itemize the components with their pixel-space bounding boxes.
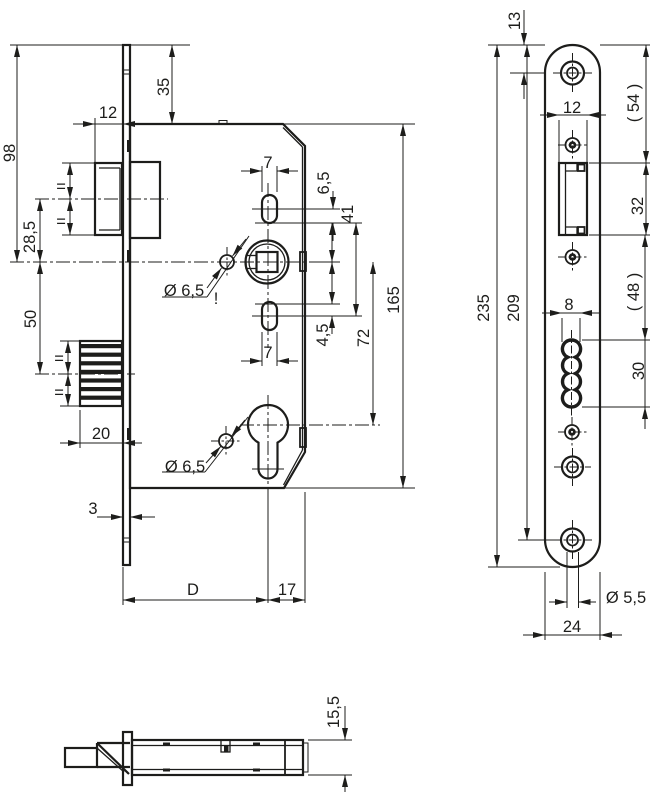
cylinder-hole [240, 395, 380, 490]
follower-hub [10, 183, 312, 348]
right-view-faceplate [488, 10, 650, 640]
dimension-label: = [54, 384, 64, 402]
latch-opening [557, 161, 589, 237]
deadbolt [35, 339, 135, 408]
bottom-view-latch [63, 706, 352, 792]
dimension-label: 235 [475, 294, 493, 322]
left-view-lock-case [10, 43, 415, 605]
deadbolt-opening [560, 330, 583, 417]
dimension-label: Ø 6,5 [164, 282, 204, 300]
left-view-dimensions [10, 44, 415, 605]
screw-hole-middle [554, 448, 591, 486]
dimension-label: 35 [155, 78, 173, 96]
dimension-label: 17 [278, 581, 296, 599]
screw-hole-bottom [553, 520, 592, 560]
pin-hole-2 [558, 242, 587, 272]
plate-screw-mark [127, 140, 131, 152]
fixing-tab [299, 427, 307, 448]
dimension-label: 28,5 [21, 221, 39, 253]
lock-body-top [130, 738, 305, 777]
pin-hole-1 [558, 130, 587, 160]
right-view-dimensions [488, 10, 650, 640]
dimension-label: Ø 5,5 [606, 589, 646, 607]
faceplate-cross-section [121, 730, 134, 787]
dimension-label: 72 [355, 329, 373, 347]
dimension-label: 209 [505, 294, 523, 322]
dimension-label: 24 [563, 618, 581, 636]
dimension-label: = [56, 213, 66, 231]
dimension-label: D [187, 581, 199, 599]
dimension-label: 30 [630, 362, 648, 380]
dimension-label: = [56, 178, 66, 196]
dimension-labels-layer: 98 35 12 28,5 = = 50 = = 20 3D 17 7 Ø 6,5! 6,5 41 72 165 7… [1, 12, 648, 728]
case-top-notch [218, 120, 228, 125]
dimension-label: 41 [339, 205, 357, 223]
dimension-label: 20 [92, 425, 110, 443]
latch-bolt [35, 160, 168, 240]
fixing-hole-upper [162, 235, 250, 298]
dimension-label: 50 [22, 310, 40, 328]
dimension-label: ( 48 ) [625, 273, 643, 312]
latch-bolt-top-view [63, 741, 130, 775]
dimension-label: 165 [385, 286, 403, 314]
plate-screw-mark [127, 428, 131, 440]
dimension-label: 12 [563, 99, 581, 117]
dimension-label: 98 [1, 144, 19, 162]
dimension-label: 4,5 [314, 324, 332, 347]
plate-screw-mark [127, 250, 131, 262]
fixing-hole-lower [162, 416, 249, 473]
dimension-label: 3 [88, 500, 97, 518]
dimension-label: ! [214, 290, 219, 308]
screw-hole-top [553, 53, 592, 93]
faceplate-outline [543, 43, 602, 569]
dimension-label: 13 [506, 12, 524, 30]
dimension-label: 15,5 [325, 696, 343, 728]
dimension-label: ( 54 ) [625, 84, 643, 123]
pin-hole-3 [558, 417, 587, 447]
dimension-label: Ø 6,5 [165, 458, 205, 476]
dimension-label: 6,5 [315, 172, 333, 195]
dimension-label: 12 [99, 104, 117, 122]
bottom-view-dimensions [308, 706, 352, 792]
dimension-label: 7 [263, 344, 272, 362]
dimension-label: 7 [263, 154, 272, 172]
dimension-label: 32 [629, 197, 647, 215]
dimension-label: 8 [564, 296, 573, 314]
dimension-label: = [54, 350, 64, 368]
